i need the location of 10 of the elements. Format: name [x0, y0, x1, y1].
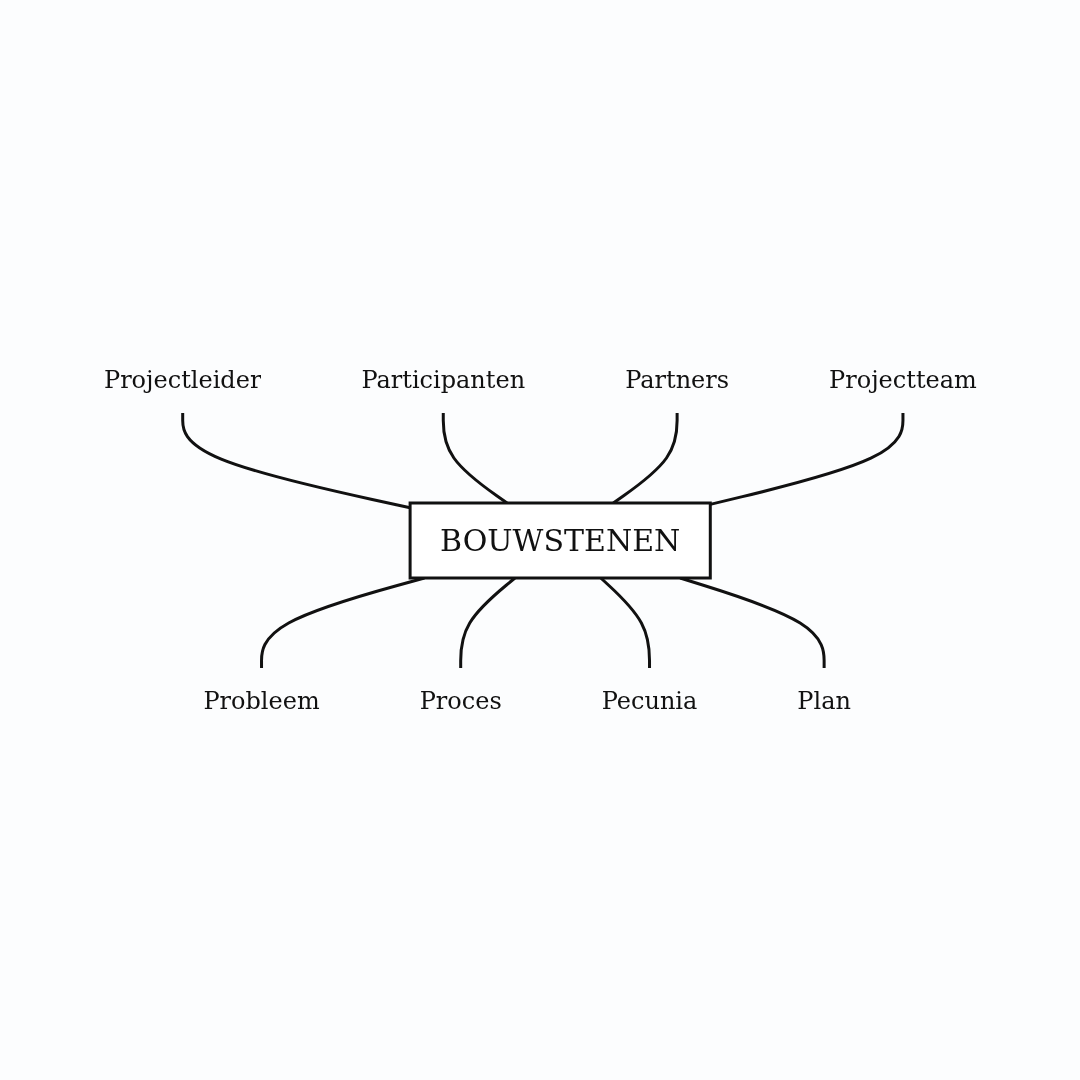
- node-text: Partners: [624, 365, 729, 394]
- node-text: Participanten: [361, 365, 525, 394]
- node-text: Pecunia: [601, 686, 697, 715]
- node-text: Projectteam: [828, 365, 977, 394]
- connector: [709, 412, 905, 506]
- node-text: Probleem: [202, 686, 320, 715]
- node-box: BOUWSTENEN: [408, 501, 712, 579]
- node-text: Plan: [796, 686, 851, 715]
- node-text: Proces: [419, 686, 502, 715]
- node-text: Projectleider: [103, 365, 261, 394]
